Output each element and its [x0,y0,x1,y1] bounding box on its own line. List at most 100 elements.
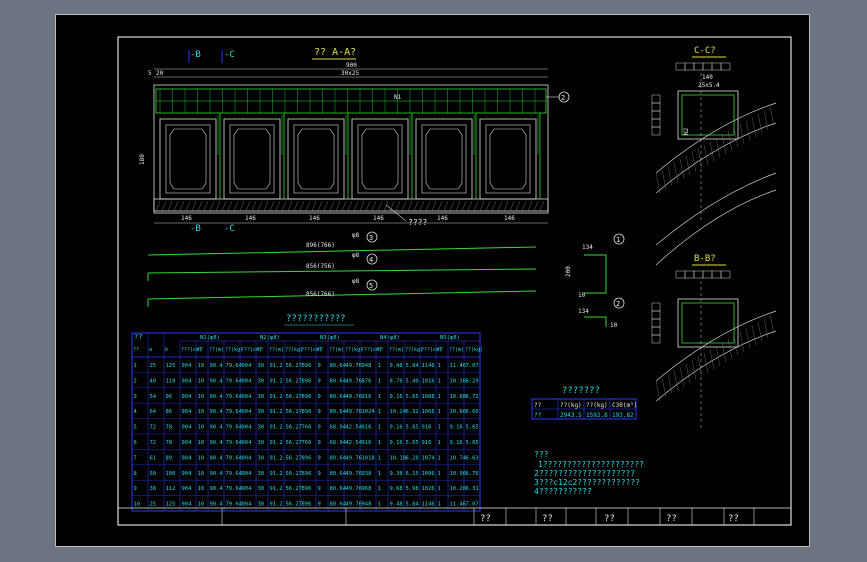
table1-cell: 5.84 [406,502,420,508]
table1-cell: 916 [422,425,432,431]
table1-cell: 904 [242,378,253,384]
table1-cell: 1 [438,440,441,446]
table1-cell: 10 [198,486,205,492]
title-b: B-B? [694,254,716,264]
table1-cell: 68.94 [330,425,347,431]
table1-cell: 30 [258,394,265,400]
table1-cell: 10.16 [450,378,467,384]
bar-1-circle: 3 [369,234,373,242]
bar-schedule: 896(766) φ8 3 856(756) φ8 4 856(766) φ8 … [147,231,537,307]
table1-subheader: ???(cm) [421,347,442,353]
table1-cell: 904 [182,425,193,431]
table1-cell: 80.64 [330,363,347,369]
table1-cell: 91.2 [270,425,283,431]
table1-cell: 30 [258,425,265,431]
table1-cell: 904 [182,455,193,461]
table1-cell: 79.64 [226,378,243,384]
table1-cell: 9 [318,378,321,384]
title-block-3: ?? [604,514,615,524]
table1-cell: 79.64 [226,440,243,446]
stirrup-d1: 134 [582,244,593,251]
table1-cell: 30 [258,440,265,446]
dim-total: 900 [346,62,357,69]
table1-cell: 56.27 [286,486,303,492]
table1-cell: 6.15 [406,471,419,477]
dim-spacing: 30x25 [341,70,359,77]
table1-cell: 6.31 [466,486,479,492]
table1-cell: 1 [134,363,137,369]
table1-cell: 90.4 [210,455,224,461]
table1-cell: 80.64 [330,502,347,508]
table1-cell: 876 [362,378,372,384]
table1-cell: 89 [166,455,173,461]
table1-cell: 896 [302,378,312,384]
section-mark-b-top: -B [190,50,201,60]
notes-line-2: 2???????????????????? [534,469,635,478]
dim-left-20: 20 [156,70,164,77]
table1-cell: 1 [378,409,381,415]
table1-cell: 6.76 [466,471,479,477]
bay-width-2: 146 [245,215,256,222]
table1-cell: 91.2 [270,486,283,492]
table1-cell: 125 [166,502,176,508]
table1-cell: 10.24 [390,409,407,415]
table1-cell: 1024 [362,409,376,415]
table1-cell: 90.4 [210,502,224,508]
notes-line-4: 4??????????? [534,487,592,496]
table1-cell: 1 [378,363,381,369]
table1-cell: 68.94 [330,440,347,446]
bar-3-length: 856(766) [306,291,335,298]
table1-cell: 80.64 [330,409,347,415]
table1-cell: 9.38 [390,471,403,477]
table1-cell: 1016 [422,378,435,384]
table1-cell: 1 [378,486,381,492]
table1-cell: 4 [134,409,138,415]
section-view [651,270,777,431]
table1-subheader: ?? [317,347,323,353]
table1-cell: 5.65 [406,425,419,431]
table1-cell: 9 [318,455,321,461]
table1-cell: 30 [258,486,265,492]
table1-cell: 904 [242,455,253,461]
bay-width-3: 146 [309,215,320,222]
bay-dimensions: 146 146 146 146 146 146 [181,215,515,222]
table1-cell: 90.4 [210,471,224,477]
table1-cell: 6.32 [406,409,419,415]
table1-cell: 6.60 [466,409,479,415]
table1-cell: 1 [438,471,441,477]
table1-cell: 6.29 [466,378,479,384]
table1-cell: 10 [198,394,205,400]
table1-cell: 49.76 [346,409,363,415]
label-n1: N1 [394,94,402,101]
table1-cell: 91.2 [270,471,283,477]
table1-cell: 9.48 [390,502,403,508]
table1-cell: 1026 [422,486,435,492]
bar-2-length: 856(756) [306,263,335,270]
table1-cell: 90.4 [210,394,224,400]
table1-cell: 916 [362,440,372,446]
table1-cell: 96 [166,394,173,400]
table1-cell: 1074 [422,455,436,461]
table1-cell: 1146 [422,363,435,369]
table1-cell: 86 [166,409,173,415]
table1-cell: 72 [150,425,157,431]
table1-cell: 904 [242,363,253,369]
bay-width-1: 146 [181,215,192,222]
table1-cell: 10.18 [390,455,407,461]
table1-cell: 5.84 [406,363,420,369]
table1-cell: 10.66 [450,409,467,415]
table1-cell: 9 [134,486,137,492]
bay-panel [159,113,221,200]
notes-line-1: 1????????????????????? [538,460,644,469]
table1-cell: 5.40 [406,378,419,384]
table1-cell: 90.4 [210,425,224,431]
table1-cell: 904 [242,394,253,400]
table1-cell: 79.64 [226,455,243,461]
table1-subheader: ??(kg) [465,347,483,353]
table1-group-header: N2(φ8) [260,335,280,341]
table2-header: C30(m³) [612,402,637,409]
table1-cell: 10.74 [450,455,467,461]
table1-subheader: ???(cm) [241,347,262,353]
table1-cell: 56.27 [286,378,303,384]
